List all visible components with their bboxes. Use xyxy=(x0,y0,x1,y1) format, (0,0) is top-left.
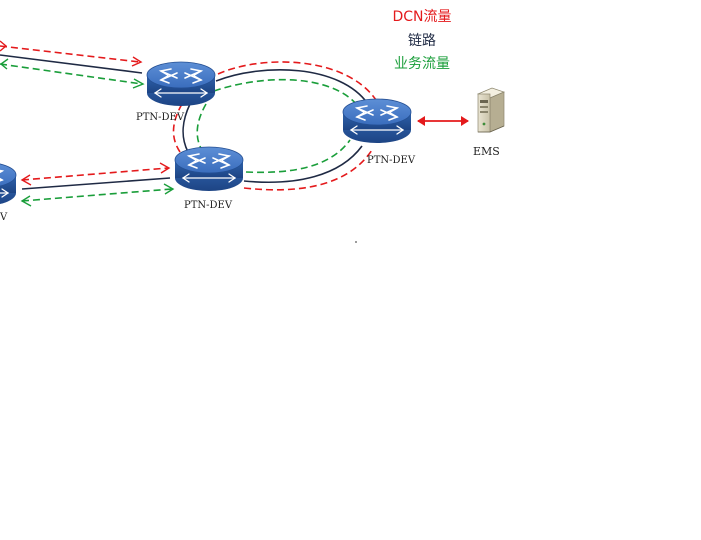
legend-dcn-traffic: DCN流量 xyxy=(392,9,452,25)
dcn-arc-top-outer xyxy=(217,61,377,101)
service-arc-left xyxy=(196,103,207,151)
dcn-line-left-bottom xyxy=(21,167,169,181)
service-arc-bottom xyxy=(245,139,351,174)
router-label-right: PTN-DEV xyxy=(367,155,416,166)
dcn-arrowhead-bottom-right xyxy=(159,162,171,174)
dcn-arrowhead-bottom-left xyxy=(20,174,32,186)
dcn-arc-bottom xyxy=(243,149,373,191)
link-line-left-top xyxy=(0,54,143,74)
server-icon xyxy=(477,87,505,133)
link-line-left-bottom xyxy=(21,177,171,190)
service-line-left-bottom xyxy=(21,188,173,202)
link-arc-bottom xyxy=(243,145,363,184)
dcn-arrowhead-ems-left xyxy=(417,116,425,126)
router-icon-top-left xyxy=(146,61,216,107)
server-label: EMS xyxy=(473,145,500,158)
service-arrowhead-right xyxy=(132,78,145,89)
router-icon-middle xyxy=(174,146,244,192)
service-arrowhead-bottom-left xyxy=(20,195,32,207)
service-line-left-top xyxy=(0,63,143,85)
router-label-top-left: PTN-DEV xyxy=(136,112,185,123)
legend-service-traffic: 业务流量 xyxy=(394,56,450,72)
service-arrowhead-bottom-right xyxy=(163,183,175,195)
router-label-far-left-partial: V xyxy=(0,212,8,223)
legend-link: 链路 xyxy=(408,33,436,49)
dcn-line-left-top xyxy=(0,45,141,63)
dcn-arrowhead-right xyxy=(131,56,143,67)
router-icon-right xyxy=(342,98,412,144)
service-arrowhead-left xyxy=(0,58,9,70)
dcn-arrowhead-left xyxy=(0,40,8,52)
link-arc-top xyxy=(215,69,369,105)
service-arc-top xyxy=(213,78,359,107)
router-label-middle: PTN-DEV xyxy=(184,200,233,211)
dcn-arc-left xyxy=(172,103,183,153)
router-icon-far-left-partial xyxy=(0,161,17,207)
link-arc-left xyxy=(182,103,191,153)
stray-dot xyxy=(355,241,357,243)
dcn-arrowhead-ems-right xyxy=(461,116,469,126)
